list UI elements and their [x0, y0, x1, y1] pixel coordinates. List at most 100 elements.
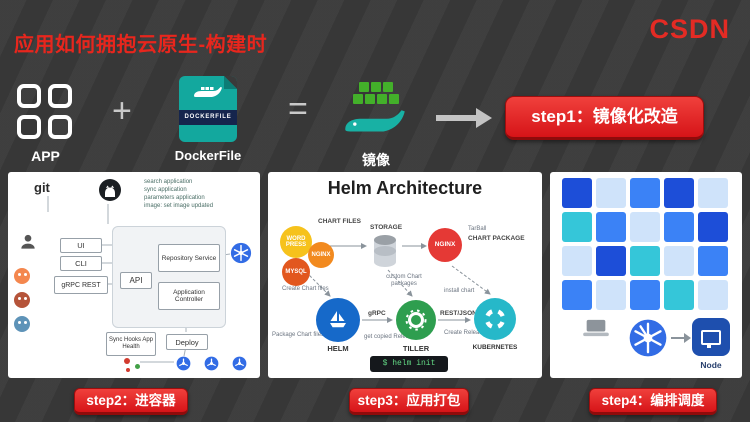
argo-mascot-icon: [14, 292, 30, 308]
helm-label: HELM: [327, 344, 349, 353]
schedule-cell: [596, 212, 626, 242]
chart-files-label: CHART FILES: [318, 218, 361, 225]
app-label: APP: [31, 148, 60, 164]
schedule-cell: [664, 280, 694, 310]
panel-helm: Helm Architecture CHART FILES WORD PRESS…: [268, 172, 542, 378]
container-cube: [359, 82, 369, 92]
nginx-gear: NGINX: [308, 242, 334, 268]
arrow-icon: [671, 333, 691, 343]
argo-api-box: API: [120, 272, 152, 289]
csdn-logo: CSDN: [649, 14, 730, 44]
dockerfile-icon: DOCKERFILE: [179, 76, 237, 142]
argo-cli-box: CLI: [60, 256, 102, 271]
schedule-cell: [698, 178, 728, 208]
helm-title: Helm Architecture: [327, 178, 483, 198]
image-label: 镜像: [362, 152, 390, 168]
schedule-cell: [664, 212, 694, 242]
panel-containerize: git search application sync application …: [8, 172, 260, 378]
schedule-cell: [630, 280, 660, 310]
container-cube: [371, 82, 381, 92]
container-cube: [365, 94, 375, 104]
mysql-gear: MYSQL: [282, 258, 310, 286]
argo-controller-box: Application Controller: [158, 282, 220, 310]
chart-package-label: CHART PACKAGE: [468, 235, 525, 242]
app-icon-square: [17, 115, 41, 139]
panel-schedule: Node: [550, 172, 742, 378]
github-icon: [99, 179, 121, 201]
tiller-label: TILLER: [402, 344, 430, 353]
schedule-cell: [562, 280, 592, 310]
container-cube: [383, 82, 393, 92]
create-release-label: Create Release: [444, 330, 486, 336]
kubernetes-icon: [230, 242, 252, 264]
argo-hooks-box: Sync Hooks App Health: [106, 332, 156, 356]
kubernetes-icon: [204, 356, 219, 371]
status-dot: [126, 368, 130, 372]
dockerfile-fold: [224, 76, 237, 89]
schedule-cell: [630, 178, 660, 208]
container-cube: [353, 94, 363, 104]
schedule-cell: [698, 246, 728, 276]
step3-button: step3：应用打包: [349, 388, 469, 415]
note-line: sync application: [144, 187, 187, 193]
app-icon-square: [48, 115, 72, 139]
argo-core-container: [112, 226, 226, 328]
helm-connectors: [305, 243, 491, 323]
schedule-cell: [596, 178, 626, 208]
storage-cylinder-icon: [374, 235, 396, 267]
helm-init-command: $ helm init: [370, 356, 448, 372]
install-chart-label: install chart: [444, 288, 475, 294]
helm-ship-icon: [316, 298, 360, 342]
schedule-cell: [596, 246, 626, 276]
argo-mascot-icon: [14, 316, 30, 332]
dockerfile-label: DockerFile: [174, 148, 242, 163]
kubernetes-label: KUBERNETES: [472, 344, 518, 351]
user-icon: [21, 234, 35, 249]
argo-deploy-box: Deploy: [166, 334, 208, 350]
plus-sign: +: [112, 92, 132, 130]
kubernetes-icon: [176, 356, 191, 371]
whale-icon: [194, 87, 222, 97]
schedule-cell: [562, 246, 592, 276]
storage-label: STORAGE: [370, 224, 403, 231]
schedule-cell: [596, 280, 626, 310]
schedule-cell: [562, 212, 592, 242]
status-dot: [135, 364, 140, 369]
container-cube: [389, 94, 399, 104]
equals-sign: =: [288, 90, 308, 128]
dockerfile-badge: DOCKERFILE: [179, 110, 237, 125]
app-icon: [17, 84, 74, 141]
schedule-cell: [630, 246, 660, 276]
argo-notes: search application sync application para…: [144, 178, 256, 210]
container-cube: [377, 94, 387, 104]
argo-grpc-box: gRPC REST: [54, 276, 108, 294]
laptop-icon: [583, 319, 609, 337]
gear-icon: [405, 309, 427, 331]
whale-icon: [345, 110, 405, 132]
image-icon: [341, 80, 411, 144]
chart-package-circle: NGINX: [428, 228, 462, 262]
schedule-cell: [698, 212, 728, 242]
git-logo: git: [34, 180, 50, 195]
kubernetes-icon: [629, 319, 667, 357]
schedule-cell: [562, 178, 592, 208]
page-title: 应用如何拥抱云原生-构建时: [14, 34, 268, 56]
app-icon-square: [48, 84, 72, 108]
get-release-label: get copied Release: [364, 334, 416, 340]
kubernetes-lifebuoy-icon: [474, 298, 516, 340]
lifebuoy-icon: [484, 308, 506, 330]
argo-ui-box: UI: [60, 238, 102, 253]
grpc-label: gRPC: [368, 310, 386, 317]
note-line: image: set image updated: [144, 203, 214, 209]
rest-json-label: REST/JSON: [440, 310, 477, 317]
package-chart-label: Package Chart files: [272, 332, 325, 338]
status-dot: [124, 358, 130, 364]
tarball-label: TarBall: [468, 226, 487, 232]
node-icon: [692, 318, 730, 356]
node-label: Node: [700, 360, 722, 370]
note-line: parameters application: [144, 195, 205, 201]
schedule-cell: [698, 280, 728, 310]
note-line: search application: [144, 179, 193, 185]
schedule-grid: [562, 178, 728, 310]
